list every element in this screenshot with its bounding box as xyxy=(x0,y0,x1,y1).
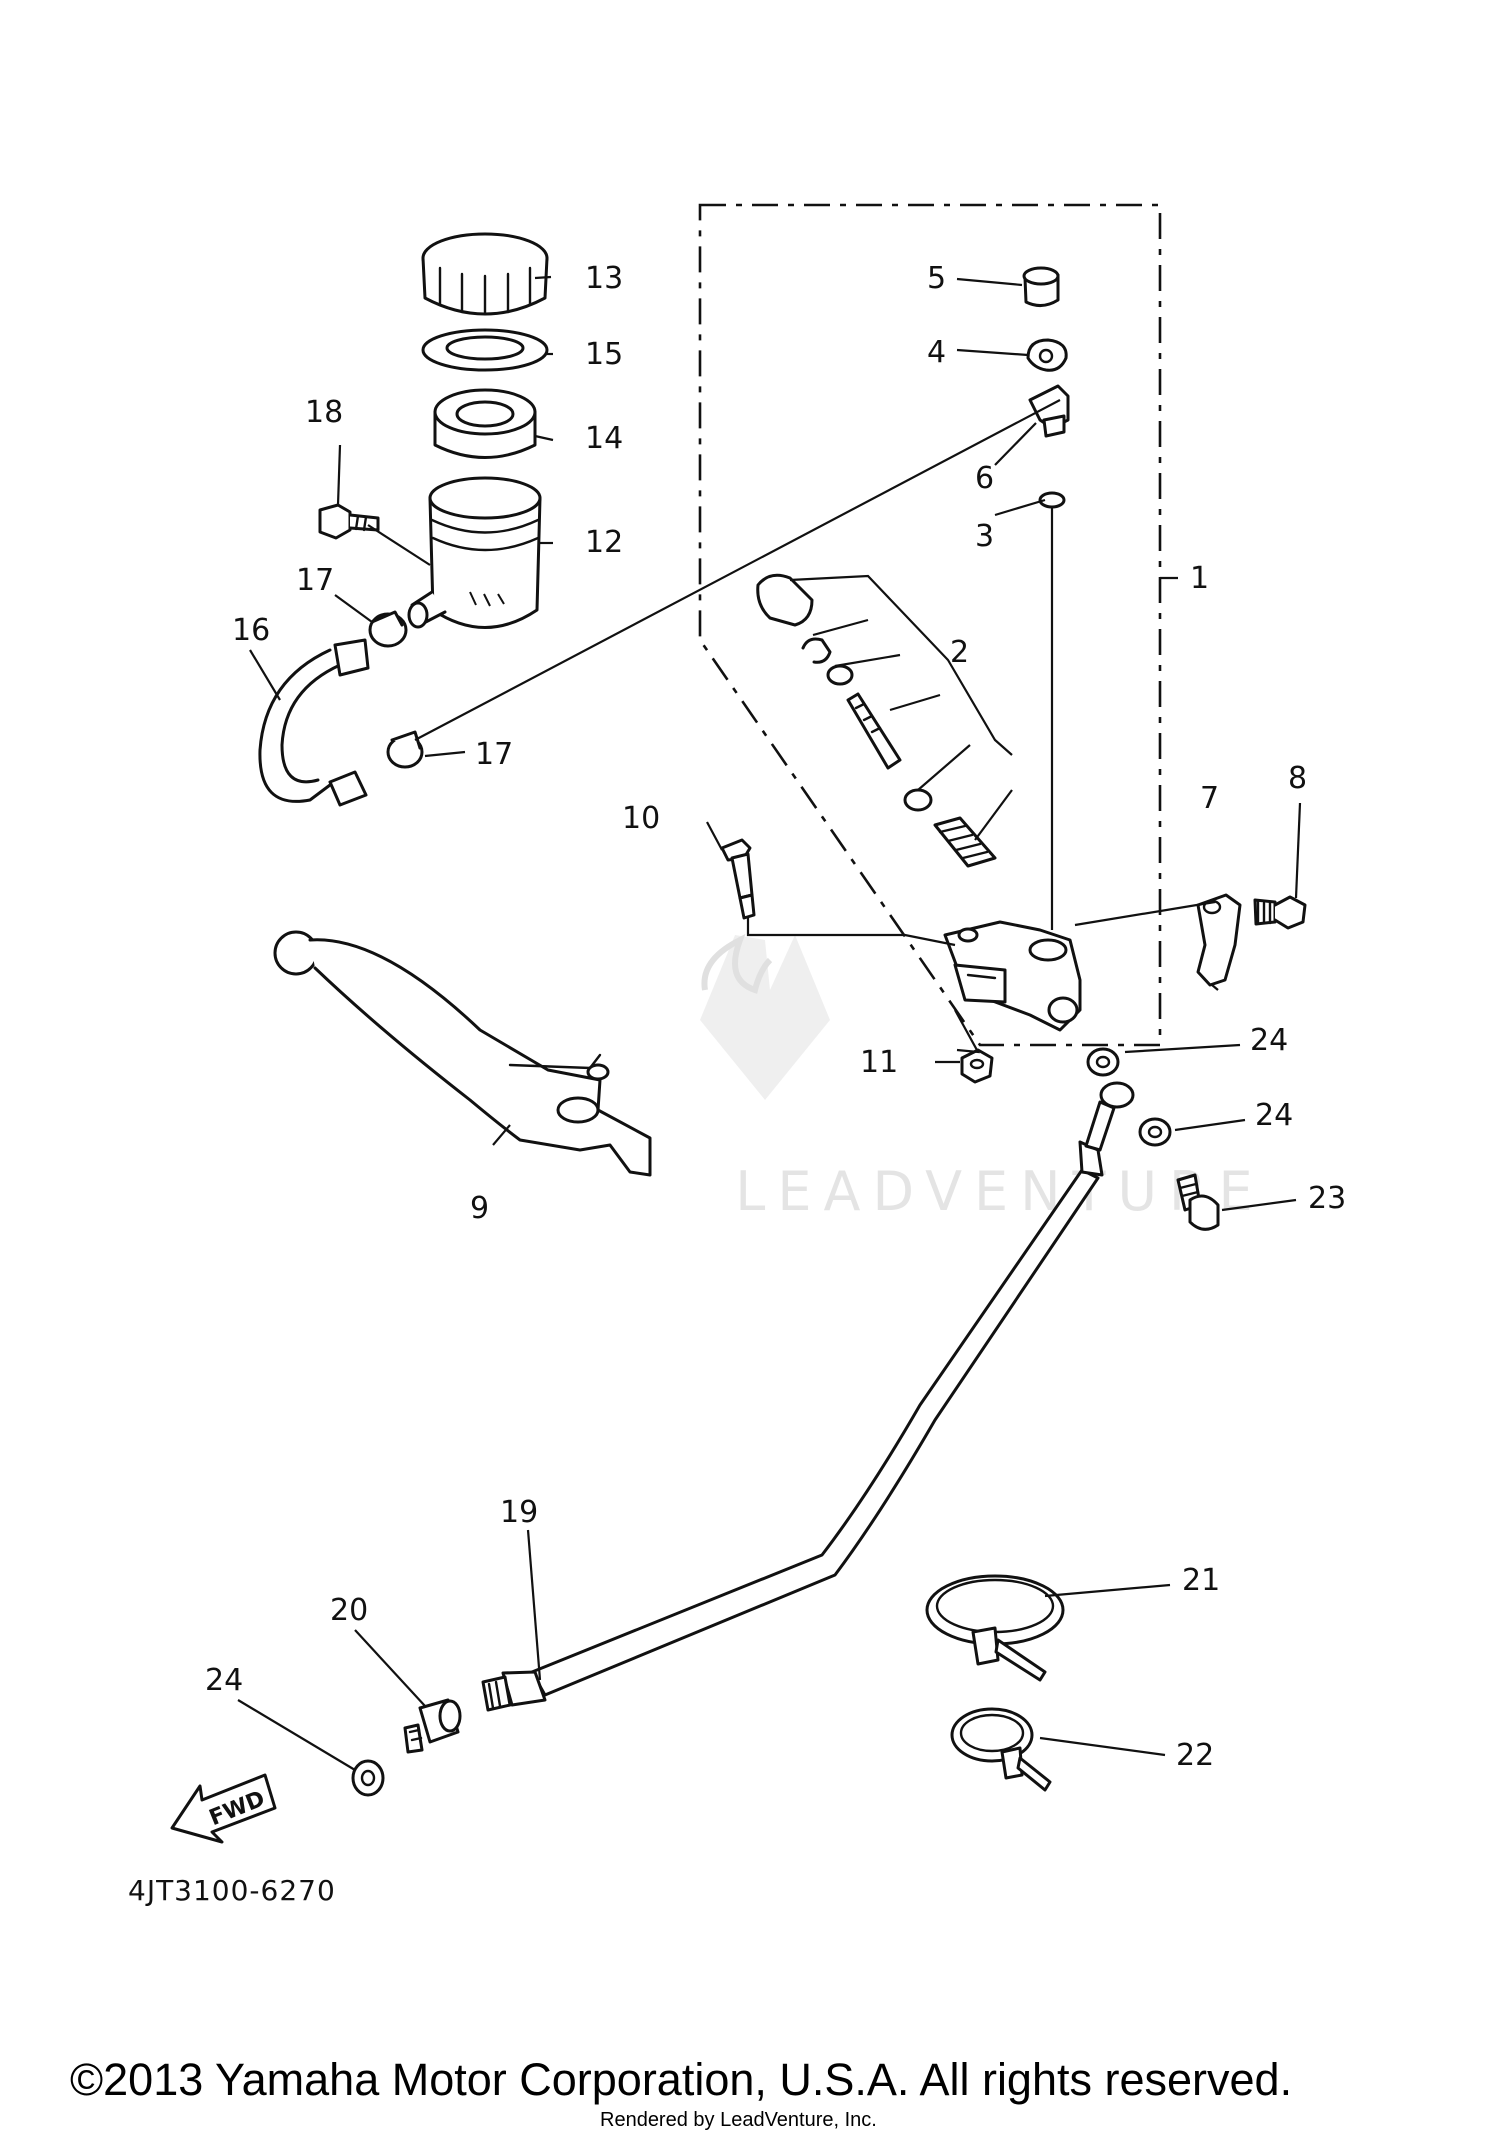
clutch-hose-19[interactable] xyxy=(481,1081,1135,1712)
diaphragm-14[interactable] xyxy=(433,388,537,459)
callout-5: 5 xyxy=(927,261,946,296)
cable-tie-22[interactable] xyxy=(950,1707,1052,1792)
hose-clamp-17-lower[interactable] xyxy=(386,730,424,769)
callout-9: 9 xyxy=(470,1191,489,1226)
hose-clamp-17-upper[interactable] xyxy=(368,610,408,648)
callout-14: 14 xyxy=(585,421,623,456)
diagram-code: 4JT3100-6270 xyxy=(128,1874,336,1907)
callout-21: 21 xyxy=(1182,1563,1220,1598)
assembly-boundary xyxy=(698,203,1162,1047)
callout-2: 2 xyxy=(950,635,969,670)
callout-24-lower: 24 xyxy=(205,1663,243,1698)
callout-23: 23 xyxy=(1308,1181,1346,1216)
callout-22: 22 xyxy=(1176,1738,1214,1773)
gasket-24-upper-b[interactable] xyxy=(1138,1117,1172,1147)
master-cylinder-body[interactable] xyxy=(943,920,1082,1032)
banjo-bolt-23[interactable] xyxy=(1176,1173,1220,1231)
bolt-8[interactable] xyxy=(1253,895,1307,930)
copyright-text: ©2013 Yamaha Motor Corporation, U.S.A. A… xyxy=(70,2054,1292,2105)
callout-16: 16 xyxy=(232,613,270,648)
circlip-4[interactable] xyxy=(1026,338,1068,372)
clutch-lever-9[interactable] xyxy=(273,930,652,1177)
reservoir-hose-16[interactable] xyxy=(258,638,370,807)
callout-15: 15 xyxy=(585,337,623,372)
rendered-by-text: Rendered by LeadVenture, Inc. xyxy=(600,2109,877,2131)
callout-17-upper: 17 xyxy=(296,563,334,598)
cable-tie-21[interactable] xyxy=(925,1574,1065,1682)
callout-24-upper-a: 24 xyxy=(1250,1023,1288,1058)
callout-7: 7 xyxy=(1200,781,1219,816)
gasket-24-lower[interactable] xyxy=(351,1759,385,1797)
fwd-arrow-icon: FWD xyxy=(170,1773,277,1844)
callout-6: 6 xyxy=(975,461,994,496)
bolt-18[interactable] xyxy=(318,503,380,540)
callout-19: 19 xyxy=(500,1495,538,1530)
callout-20: 20 xyxy=(330,1593,368,1628)
callout-1: 1 xyxy=(1190,561,1209,596)
callout-17-lower: 17 xyxy=(475,737,513,772)
banjo-bolt-20[interactable] xyxy=(403,1698,462,1754)
callout-4: 4 xyxy=(927,335,946,370)
reservoir-plate-15[interactable] xyxy=(421,328,549,372)
watermark-flame-icon xyxy=(701,933,773,994)
watermark-logo-icon xyxy=(700,935,830,1100)
leader-lines xyxy=(237,275,1302,1771)
cap-5[interactable] xyxy=(1022,266,1060,307)
watermark: LEADVENTURE xyxy=(700,933,1264,1223)
callout-13: 13 xyxy=(585,261,623,296)
callout-18: 18 xyxy=(305,395,343,430)
holder-7[interactable] xyxy=(1196,893,1242,987)
callout-12: 12 xyxy=(585,525,623,560)
reservoir-tank-12[interactable] xyxy=(407,476,542,629)
watermark-text: LEADVENTURE xyxy=(735,1160,1264,1223)
callout-3: 3 xyxy=(975,519,994,554)
callout-11: 11 xyxy=(860,1045,898,1080)
joint-6[interactable] xyxy=(1028,384,1070,438)
piston-kit-2[interactable] xyxy=(756,573,997,868)
screw-10[interactable] xyxy=(720,838,756,920)
callout-10: 10 xyxy=(622,801,660,836)
callout-8: 8 xyxy=(1288,761,1307,796)
gasket-24-upper-a[interactable] xyxy=(1086,1047,1120,1077)
nut-11[interactable] xyxy=(960,1048,994,1084)
callout-labels: 1 2 3 4 5 6 7 8 9 10 11 12 13 14 15 16 1… xyxy=(205,261,1346,1773)
reservoir-cap-13[interactable] xyxy=(421,232,549,316)
callout-24-upper-b: 24 xyxy=(1255,1098,1293,1133)
